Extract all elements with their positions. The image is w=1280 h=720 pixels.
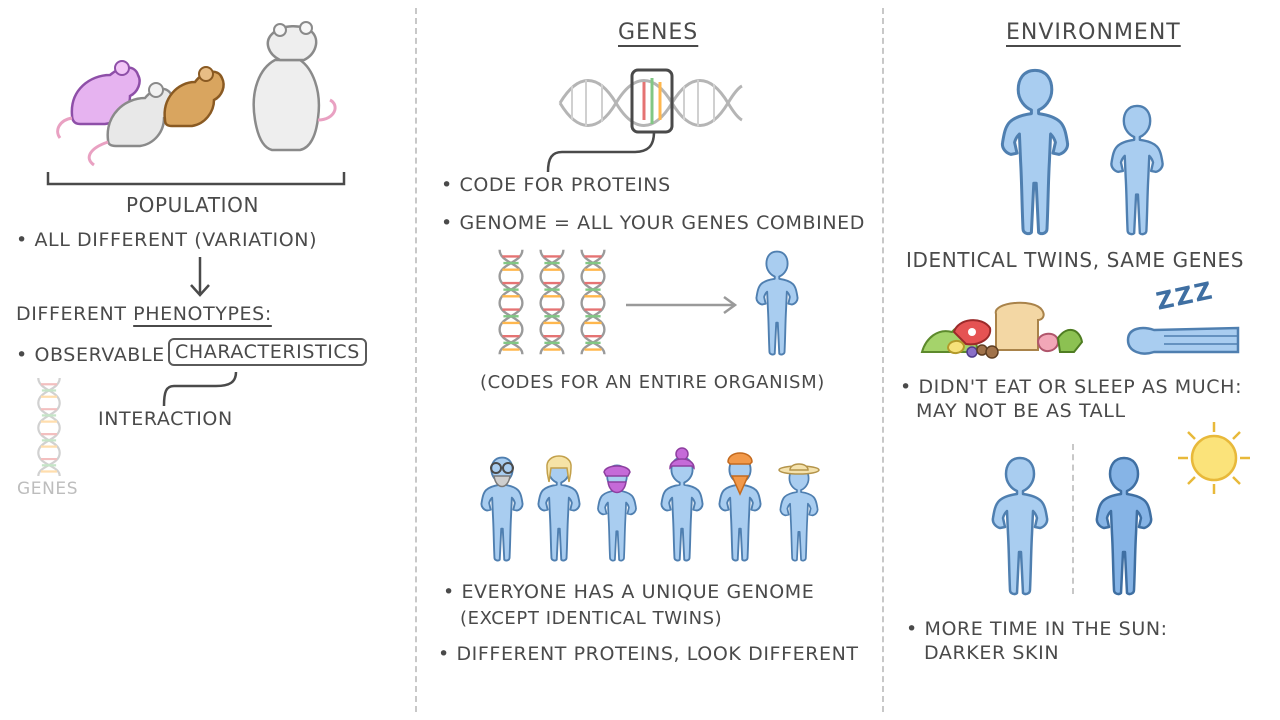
- bullet-different-proteins: • DIFFERENT PROTEINS, LOOK DIFFERENT: [438, 643, 859, 665]
- person-blonde-hair: [537, 455, 581, 562]
- population-label: POPULATION: [126, 193, 260, 217]
- interaction-connector: [162, 371, 238, 407]
- down-arrow-icon: [190, 257, 210, 297]
- bullet-observable: • OBSERVABLE: [16, 344, 165, 366]
- different-label: DIFFERENT: [16, 303, 127, 325]
- food-pile-icon: [920, 301, 1084, 359]
- codes-note: (CODES FOR AN ENTIRE ORGANISM): [480, 372, 825, 393]
- genes-faded-label: GENES: [17, 479, 79, 499]
- dna-helix-icon-2: [539, 248, 565, 356]
- brown-rat-icon: [163, 66, 225, 128]
- right-arrow-icon: [626, 295, 738, 315]
- except-note: (EXCEPT IDENTICAL TWINS): [460, 608, 723, 629]
- bullet-sun: • MORE TIME IN THE SUN:: [906, 618, 1168, 640]
- twin-figure-tall: [1000, 68, 1070, 236]
- zzz-label: ZZZ: [1153, 276, 1217, 316]
- environment-header: ENVIRONMENT: [1006, 20, 1181, 45]
- dna-helix-icon-3: [580, 248, 606, 356]
- bullet-genome: • GENOME = ALL YOUR GENES COMBINED: [441, 212, 865, 234]
- person-orange-beard: [718, 452, 762, 562]
- divider-right: [882, 8, 884, 712]
- population-bracket: [46, 172, 346, 186]
- interaction-label: INTERACTION: [98, 408, 233, 430]
- phenotypes-label: PHENOTYPES:: [133, 303, 272, 325]
- divider-left: [415, 8, 417, 712]
- organism-figure: [755, 250, 799, 356]
- dna-helix-icon-1: [498, 248, 524, 356]
- twins-caption: IDENTICAL TWINS, SAME GENES: [906, 248, 1245, 272]
- person-glasses-beard: [480, 456, 524, 562]
- genes-header: GENES: [618, 20, 699, 45]
- bullet-code-proteins: • CODE FOR PROTEINS: [441, 174, 671, 196]
- bullet-variation: • ALL DIFFERENT (VARIATION): [16, 229, 318, 251]
- bullet-eat-sleep: • DIDN'T EAT OR SLEEP AS MUCH:: [900, 376, 1243, 398]
- twin-figure-short: [1109, 104, 1165, 236]
- person-purple-bun: [660, 447, 704, 562]
- gene-connector: [546, 131, 656, 173]
- twins-separator: [1072, 444, 1074, 594]
- characteristics-box: CHARACTERISTICS: [168, 338, 367, 366]
- bullet-unique-genome: • EVERYONE HAS A UNIQUE GENOME: [443, 581, 815, 603]
- different-phenotypes-line: DIFFERENT PHENOTYPES:: [16, 303, 272, 325]
- standing-rat-icon: [252, 21, 337, 152]
- dna-strand-icon: [558, 68, 743, 134]
- bullet-sun-cont: DARKER SKIN: [924, 642, 1060, 664]
- twin-figure-light: [991, 456, 1049, 596]
- rat-group-illustration: [56, 21, 337, 167]
- bullet-eat-sleep-cont: MAY NOT BE AS TALL: [916, 400, 1126, 422]
- person-straw-hat: [778, 463, 820, 562]
- sun-icon: [1178, 422, 1250, 494]
- faded-dna-icon: [37, 378, 61, 476]
- person-purple-beard: [596, 464, 638, 562]
- sleeping-person-icon: [1126, 326, 1240, 355]
- twin-figure-dark: [1095, 456, 1153, 596]
